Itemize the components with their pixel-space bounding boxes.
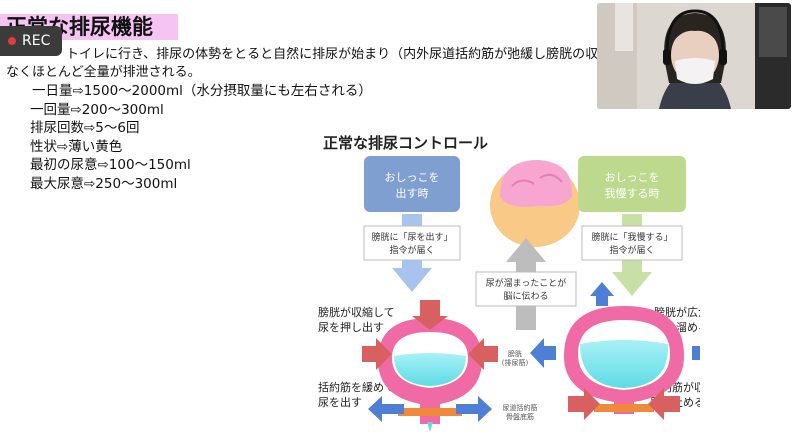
bullet-frequency: 排尿回数⇨5〜6回 <box>30 120 140 137</box>
hold-command-box <box>581 225 683 261</box>
person-with-headset-icon <box>597 3 791 109</box>
bullet-list: 一日量⇨1500〜2000ml（水分摂取量にも左右される） 一回量⇨200〜30… <box>30 82 372 194</box>
press-arrow-top-icon <box>412 300 448 330</box>
relax-label-line1: 括約筋を緩めて <box>318 380 395 394</box>
release-box-line1: おしっこを <box>385 171 440 184</box>
bladder-small-label-2: (排尿筋) <box>502 358 529 367</box>
release-box <box>364 156 460 212</box>
brain-icon <box>500 160 573 207</box>
press-arrow-left-icon <box>362 338 392 370</box>
expand-arrow-right-icon <box>692 346 700 360</box>
head-illustration <box>490 160 580 247</box>
hold-box-line2: 我慢する時 <box>605 187 660 200</box>
signal-line2: 脳に伝わる <box>503 290 548 302</box>
diagram-title: 正常な排尿コントロール <box>323 134 488 152</box>
hold-box <box>578 156 686 212</box>
recording-dot-icon <box>8 37 16 45</box>
expand-arrow-top-icon <box>590 282 614 306</box>
bladder-small-label-1: 膀胱 <box>508 349 522 358</box>
bullet-single-volume: 一回量⇨200〜300ml <box>30 101 164 118</box>
relax-arrow-left-icon <box>368 396 404 422</box>
release-command-box <box>363 225 461 261</box>
intro-line-1: トイレに行き、排尿の体勢をとると自然に排尿が始まり（内外尿道括約筋が弛緩し膀胱の… <box>66 47 599 62</box>
webcam-thumbnail[interactable] <box>597 3 791 109</box>
release-command-line2: 指令が届く <box>389 244 434 256</box>
bladder-contracting <box>378 318 482 432</box>
expand-arrow-left-icon <box>530 338 556 368</box>
relax-arrow-right-icon <box>456 396 492 422</box>
bladder-expanding <box>564 306 684 414</box>
recording-label: REC <box>22 33 51 49</box>
tighten-arrow-left-icon <box>568 388 600 420</box>
tighten-arrow-right-icon <box>648 388 680 420</box>
release-command-line1: 膀胱に「尿を出す」 <box>371 231 452 243</box>
hold-command-line2: 指令が届く <box>609 244 654 256</box>
intro-line-2: なくほとんど全量が排泄される。 <box>6 65 201 80</box>
bullet-max-urge: 最大尿意⇨250〜300ml <box>30 175 178 192</box>
recording-indicator[interactable]: REC <box>0 26 62 56</box>
relax-label-line2: 尿を出す <box>318 395 362 409</box>
sphincter-small-label-2: 骨盤底筋 <box>506 412 534 421</box>
contract-label-line1: 膀胱が収縮して <box>318 305 395 319</box>
release-box-line2: 出す時 <box>396 186 429 200</box>
bullet-appearance: 性状⇨薄い黄色 <box>30 138 123 155</box>
press-arrow-right-icon <box>468 338 498 370</box>
contract-label-line2: 尿を押し出す <box>318 320 384 334</box>
bullet-daily-volume: 一日量⇨1500〜2000ml（水分摂取量にも左右される） <box>32 83 372 99</box>
signal-to-brain-box <box>475 271 577 307</box>
hold-command-line1: 膀胱に「我慢する」 <box>591 231 672 243</box>
sphincter-small-label-1: 尿道括約筋 <box>503 403 538 412</box>
hold-box-line1: おしっこを <box>605 171 660 184</box>
urination-control-diagram: 正常な排尿コントロール おしっこを 出す時 おしっこを 我慢する時 膀胱に「尿を… <box>318 134 700 432</box>
signal-line1: 尿が溜まったことが <box>486 277 567 289</box>
expand-label-line1: 膀胱が広がって <box>654 305 700 319</box>
bullet-first-urge: 最初の尿意⇨100〜150ml <box>30 157 191 174</box>
